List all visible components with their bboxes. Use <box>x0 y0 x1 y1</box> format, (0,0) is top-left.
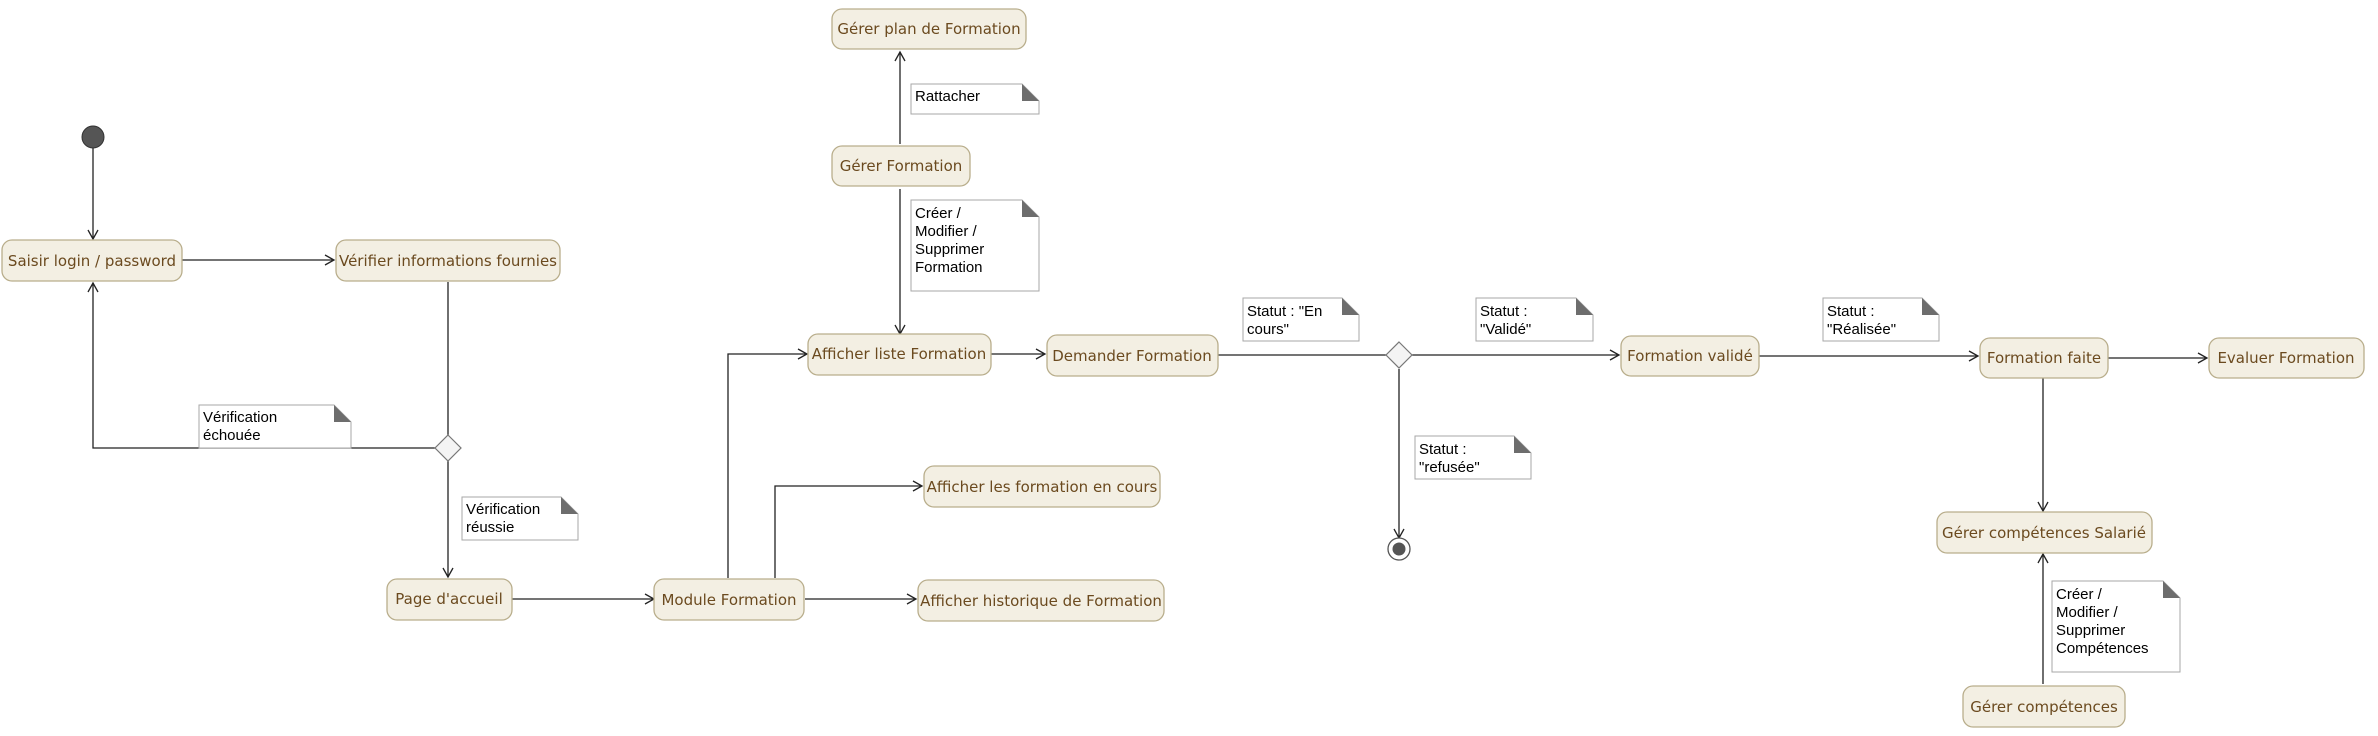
svg-text:réussie: réussie <box>466 519 514 536</box>
note-statut-valide: Statut : "Validé" <box>1475 297 1594 342</box>
edge-module-to-en-cours <box>774 485 921 578</box>
activity-module-formation[interactable]: Module Formation <box>653 578 805 621</box>
note-crud-formation: Créer / Modifier / Supprimer Formation <box>910 199 1040 292</box>
svg-text:Modifier /: Modifier / <box>2056 604 2119 621</box>
activity-verifier-informations[interactable]: Vérifier informations fournies <box>335 239 561 282</box>
svg-text:échouée: échouée <box>203 427 261 444</box>
svg-text:"Validé": "Validé" <box>1480 321 1531 338</box>
svg-text:Statut :: Statut : <box>1827 303 1875 320</box>
svg-text:Créer /: Créer / <box>2056 586 2103 603</box>
svg-text:Créer /: Créer / <box>915 205 962 222</box>
note-statut-en-cours: Statut : "En cours" <box>1242 297 1360 342</box>
activity-saisir-login[interactable]: Saisir login / password <box>1 239 183 282</box>
activity-label: Formation faite <box>1987 349 2101 367</box>
activity-label: Afficher liste Formation <box>812 345 986 363</box>
edge-module-to-liste <box>727 353 806 578</box>
activity-evaluer-formation[interactable]: Evaluer Formation <box>2208 337 2365 379</box>
svg-text:Vérification: Vérification <box>203 409 277 426</box>
activity-label: Gérer compétences Salarié <box>1942 524 2146 542</box>
note-statut-refusee: Statut : "refusée" <box>1414 435 1532 480</box>
activity-label: Module Formation <box>661 591 796 609</box>
activity-label: Page d'accueil <box>395 590 502 608</box>
svg-text:Statut :: Statut : <box>1419 441 1467 458</box>
activity-gerer-competences-salarie[interactable]: Gérer compétences Salarié <box>1936 511 2153 554</box>
activity-formation-validee[interactable]: Formation validé <box>1620 335 1760 377</box>
end-node <box>1387 537 1411 561</box>
note-verification-reussie: Vérification réussie <box>461 496 579 541</box>
activity-formation-faite[interactable]: Formation faite <box>1979 337 2109 379</box>
note-crud-competences: Créer / Modifier / Supprimer Compétences <box>2051 580 2181 673</box>
activity-afficher-liste-formation[interactable]: Afficher liste Formation <box>807 333 992 376</box>
svg-text:Statut : "En: Statut : "En <box>1247 303 1322 320</box>
svg-text:cours": cours" <box>1247 321 1289 338</box>
activity-gerer-formation[interactable]: Gérer Formation <box>831 145 971 187</box>
svg-text:"refusée": "refusée" <box>1419 459 1480 476</box>
svg-text:"Réalisée": "Réalisée" <box>1827 321 1896 338</box>
activity-label: Demander Formation <box>1052 347 1212 365</box>
note-verification-echouee: Vérification échouée <box>198 404 352 449</box>
svg-text:Statut :: Statut : <box>1480 303 1528 320</box>
activity-label: Saisir login / password <box>8 252 176 270</box>
svg-text:Compétences: Compétences <box>2056 640 2149 657</box>
activity-label: Gérer compétences <box>1970 698 2118 716</box>
svg-text:Formation: Formation <box>915 259 983 276</box>
note-rattacher: Rattacher <box>910 83 1040 115</box>
note-statut-realisee: Statut : "Réalisée" <box>1822 297 1940 342</box>
activity-demander-formation[interactable]: Demander Formation <box>1046 334 1219 377</box>
svg-text:Rattacher: Rattacher <box>915 88 980 105</box>
activity-page-accueil[interactable]: Page d'accueil <box>386 578 513 621</box>
activity-label: Formation validé <box>1627 347 1753 365</box>
edges <box>87 50 2209 684</box>
activity-label: Afficher les formation en cours <box>927 478 1158 496</box>
activity-label: Gérer Formation <box>840 157 963 175</box>
activity-afficher-historique-formation[interactable]: Afficher historique de Formation <box>917 579 1165 622</box>
activity-label: Afficher historique de Formation <box>920 592 1162 610</box>
svg-text:Supprimer: Supprimer <box>915 241 984 258</box>
activity-afficher-formation-en-cours[interactable]: Afficher les formation en cours <box>923 465 1161 508</box>
activity-gerer-plan-formation[interactable]: Gérer plan de Formation <box>831 8 1027 50</box>
decision-statut <box>1385 341 1413 369</box>
activity-label: Evaluer Formation <box>2217 349 2354 367</box>
svg-text:Supprimer: Supprimer <box>2056 622 2125 639</box>
activity-label: Gérer plan de Formation <box>837 20 1020 38</box>
activity-label: Vérifier informations fournies <box>339 252 557 270</box>
start-node <box>81 125 105 149</box>
activity-gerer-competences[interactable]: Gérer compétences <box>1962 685 2126 728</box>
svg-text:Modifier /: Modifier / <box>915 223 978 240</box>
svg-text:Vérification: Vérification <box>466 501 540 518</box>
decision-verification <box>434 434 462 462</box>
